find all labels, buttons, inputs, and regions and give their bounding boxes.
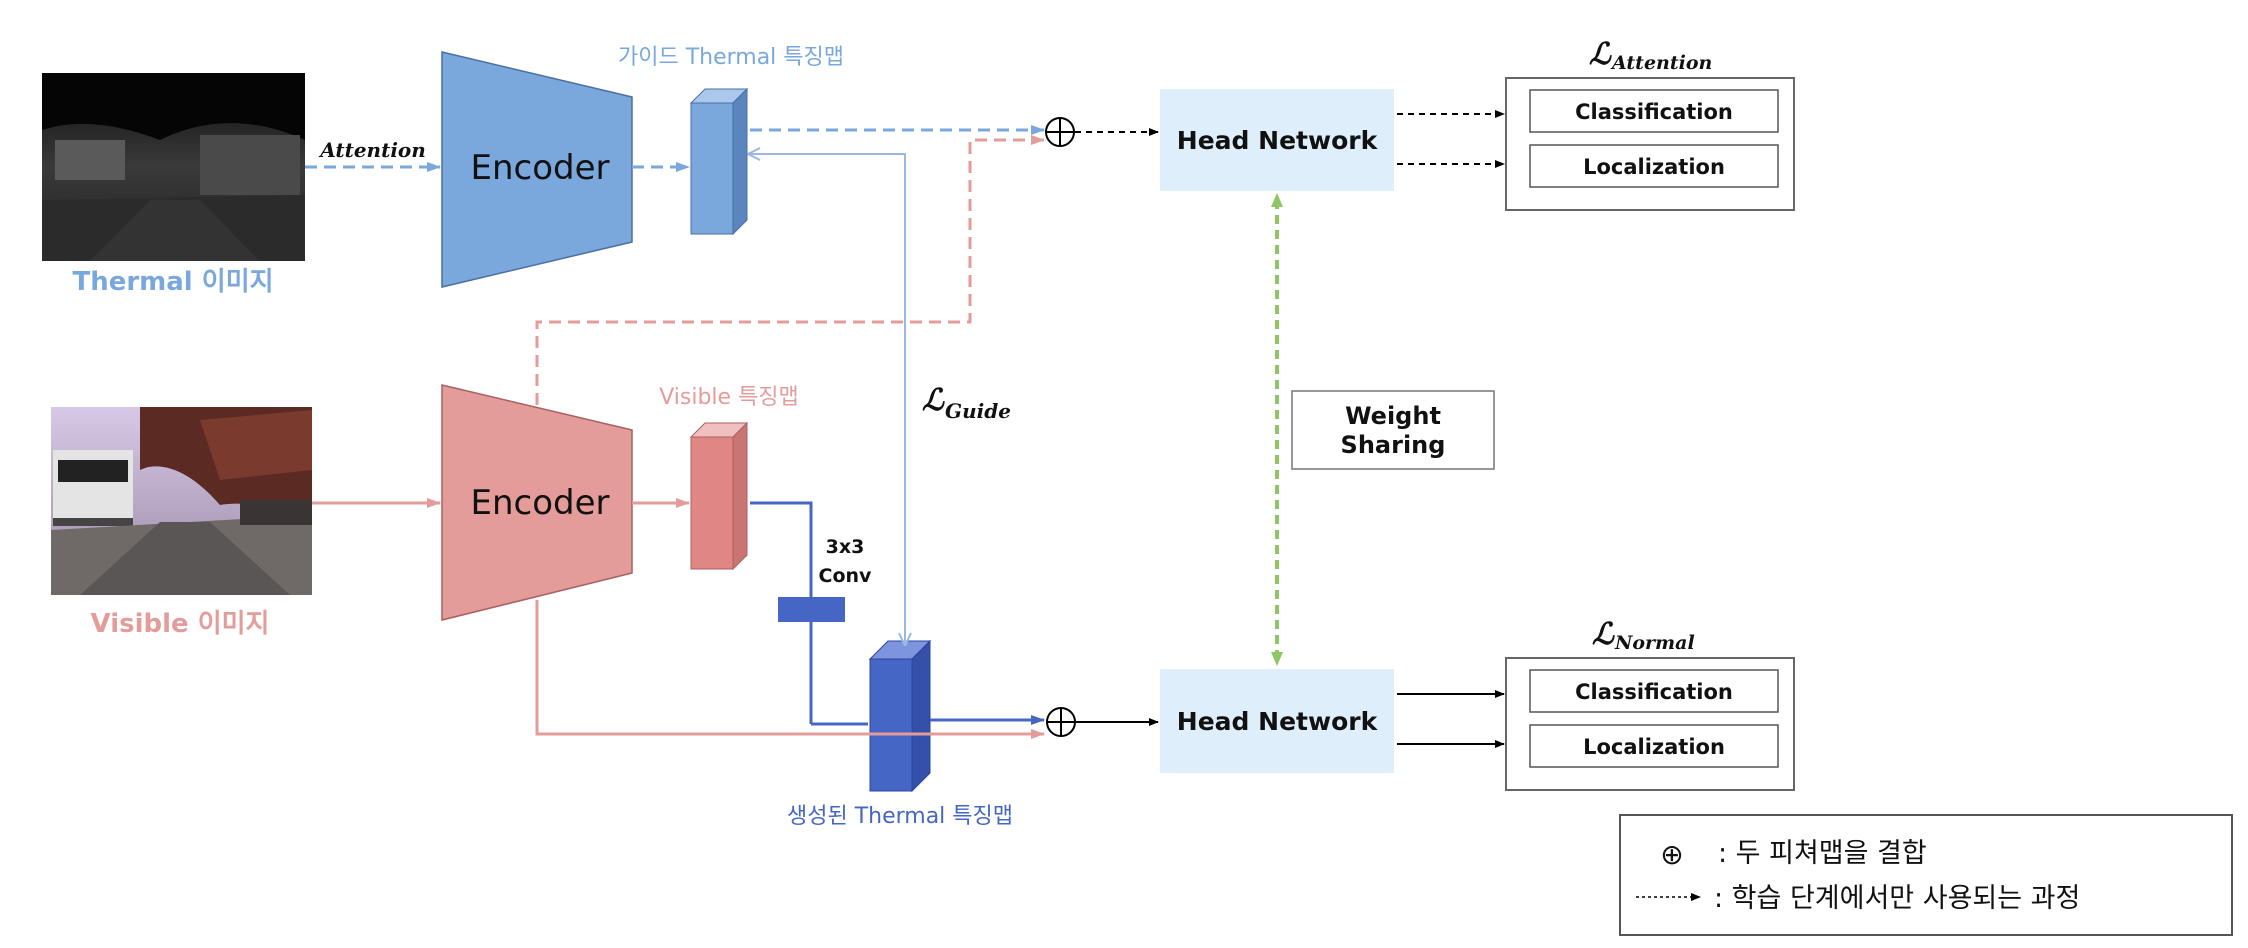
combine-plus-bottom	[1046, 707, 1076, 737]
legend-plus-text: : 두 피쳐맵을 결합	[1718, 838, 1927, 869]
encoder-thermal-label: Encoder	[470, 148, 609, 188]
normal-classification-label: Classification	[1575, 680, 1733, 704]
legend-box: ⊕ : 두 피쳐맵을 결합 : 학습 단계에서만 사용되는 과정	[1619, 814, 2233, 936]
normal-loss-symbol: ℒ	[1592, 617, 1615, 652]
combine-plus-top	[1045, 117, 1075, 147]
guide-loss-subscript: Guide	[945, 399, 1011, 423]
weight-sharing-box: Weight Sharing	[1291, 390, 1495, 470]
guide-loss-symbol: ℒ	[922, 383, 945, 418]
visible-feature-map	[689, 421, 749, 571]
guide-thermal-map-label: 가이드 Thermal 특징맵	[618, 45, 844, 70]
visible-attention-path	[535, 135, 1045, 405]
legend-dotted-text: : 학습 단계에서만 사용되는 과정	[1714, 883, 2080, 914]
head-network-bottom-label: Head Network	[1177, 707, 1379, 736]
normal-loss-subscript: Normal	[1614, 632, 1695, 654]
conv-label-line1: 3x3	[826, 536, 865, 558]
visible-image	[51, 407, 312, 595]
thermal-image	[42, 73, 305, 261]
guide-thermal-feature-map	[689, 87, 749, 236]
attention-classification-label: Classification	[1575, 100, 1733, 124]
attention-arrow-label: Attention	[318, 138, 426, 162]
conv-path	[750, 501, 813, 597]
encoder-visible-label: Encoder	[470, 483, 609, 523]
generated-thermal-map-label: 생성된 Thermal 특징맵	[787, 804, 1013, 829]
attention-localization-label: Localization	[1583, 155, 1725, 179]
attention-loss-symbol: ℒ	[1589, 37, 1612, 72]
visible-map-label: Visible 특징맵	[659, 385, 799, 410]
encoder-thermal: Encoder	[441, 51, 633, 288]
visible-normal-path	[535, 600, 1045, 739]
normal-localization-label: Localization	[1583, 735, 1725, 759]
legend-plus-icon: ⊕	[1660, 838, 1683, 871]
thermal-image-label: Thermal 이미지	[72, 267, 273, 297]
head-network-top-label: Head Network	[1177, 126, 1379, 155]
visible-image-label: Visible 이미지	[91, 609, 270, 639]
normal-output-box: Classification Localization	[1505, 657, 1795, 791]
head-network-bottom: Head Network	[1160, 669, 1394, 773]
guide-loss-label: ℒ Guide	[922, 383, 1011, 423]
weight-sharing-line1: Weight	[1345, 402, 1441, 430]
attention-loss-label: ℒ Attention	[1589, 37, 1712, 74]
generated-thermal-feature-map	[868, 639, 932, 793]
conv-label-line2: Conv	[819, 565, 873, 587]
head-network-top: Head Network	[1160, 89, 1394, 191]
weight-sharing-line2: Sharing	[1341, 431, 1446, 459]
normal-loss-label: ℒ Normal	[1592, 617, 1695, 654]
conv-block	[778, 597, 845, 622]
attention-output-box: Classification Localization	[1505, 77, 1795, 211]
guide-loss-line	[750, 153, 906, 644]
attention-loss-subscript: Attention	[1610, 52, 1712, 74]
encoder-visible: Encoder	[441, 384, 633, 621]
